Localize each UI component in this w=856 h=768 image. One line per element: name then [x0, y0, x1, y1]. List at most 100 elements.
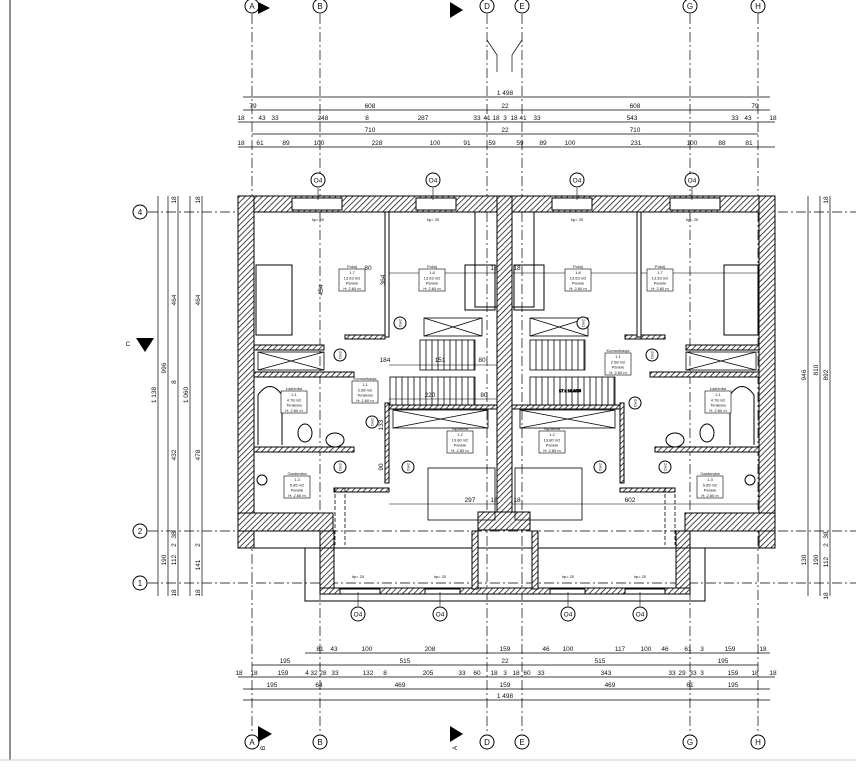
door-tag [658, 460, 672, 474]
dimension-label: 159 [278, 670, 289, 677]
door-tag-label: Dw2 [598, 462, 603, 471]
bed [255, 264, 293, 336]
door-tag [393, 316, 407, 330]
dimension-label: 91 [463, 140, 471, 147]
dimension-label: 112 [171, 554, 178, 565]
dimension-label: 18 [759, 646, 767, 653]
room-height: H: 2.60 m [609, 370, 627, 375]
dimension-label: 33 [668, 670, 676, 677]
window-tag-label: O4 [429, 178, 438, 185]
axis-bubble-H [750, 734, 766, 750]
room-name: Pokój [655, 264, 665, 269]
window-tag-label: O4 [688, 178, 697, 185]
window-tag-label: O4 [573, 178, 582, 185]
door-tag-label: Dw2 [338, 350, 343, 359]
door-tag-label: Dw2 [663, 462, 668, 471]
sill-height-label: hp= 20 [427, 217, 440, 222]
building-walls: 17 x 18.8/25 [237, 195, 776, 602]
room-name: Komunikacja [607, 348, 631, 353]
door-tag-label: Dw2 [581, 318, 586, 327]
section-label: A [452, 745, 459, 750]
dimension-label: 287 [418, 115, 429, 122]
dimension-label: 18 [490, 497, 498, 504]
dimension-label: 18 [490, 265, 498, 272]
window-tag [310, 172, 326, 188]
room-height: H: 2.60 m [543, 448, 561, 453]
dimension-label: 478 [195, 449, 202, 460]
window-tag [684, 172, 700, 188]
sill-height-label: hp= 20 [571, 217, 584, 222]
dimension-label: 33 [731, 115, 739, 122]
dimension-label: 18 [513, 497, 521, 504]
dimension-label: 248 [318, 115, 329, 122]
dimension-label: 90 [378, 463, 385, 471]
axis-bubble-2 [132, 523, 148, 539]
overall-width-label: 1 498 [497, 693, 514, 700]
room-no: 1.8 [429, 270, 435, 275]
dimension-label: 33 [271, 115, 279, 122]
room-height: H: 2.60 m [343, 286, 361, 291]
dimension-label: 28 [319, 670, 327, 677]
axis-label-A: A [249, 738, 255, 747]
axis-bubble-1 [132, 575, 148, 591]
axis-label-B: B [317, 738, 322, 747]
dimension-label: 117 [615, 646, 626, 653]
axis-label-G: G [687, 2, 693, 11]
dimension-label: 32 [310, 670, 318, 677]
door-tag [401, 460, 415, 474]
dimension-label: 33 [533, 115, 541, 122]
room-no: 1.3 [707, 477, 713, 482]
dimension-label: 195 [718, 658, 729, 665]
room-floor: Panele [426, 281, 439, 286]
axis-bubble-H [750, 0, 766, 14]
door-tag-label: Dw2 [338, 462, 343, 471]
sill-height-label: hp= 20 [562, 574, 575, 579]
dimension-label: 22 [501, 127, 509, 134]
section-marker-flag [450, 2, 463, 18]
dimension-label: 38 [823, 531, 830, 539]
room-area: 2.68 m2 [358, 387, 373, 392]
axis-label-H: H [755, 738, 761, 747]
dimension-label: 22 [501, 658, 509, 665]
door-tag [645, 348, 659, 362]
dimension-label: 61 [684, 646, 692, 653]
room-floor: Panele [346, 281, 359, 286]
tags: O4 hp= 20 O4 hp= 20 O4 hp= 20 O4 hp= 20 O4 hp= 20… [310, 172, 700, 622]
room-area: 13.63 m2 [652, 275, 669, 280]
dimension-label: 33 [689, 670, 697, 677]
dimension-label: 33 [331, 670, 339, 677]
dimension-label: 8 [383, 670, 387, 677]
door-tag [365, 415, 379, 429]
room-height: H: 2.60 m [288, 493, 306, 498]
room-height: H: 2.60 m [701, 493, 719, 498]
dimension-label: 46 [661, 646, 669, 653]
room-info-box [696, 475, 724, 499]
staircase [529, 376, 616, 406]
dimension-label: 159 [728, 670, 739, 677]
dimension-label: 18 [492, 115, 500, 122]
room-height: H: 2.60 m [651, 286, 669, 291]
door-tag-label: Dw2 [633, 398, 638, 407]
room-info-box [338, 268, 366, 292]
room-info-box [280, 390, 308, 414]
overall-width-label: 1 498 [497, 90, 514, 97]
dimension-label: 892 [823, 369, 830, 380]
dimension-label: 454 [318, 284, 325, 295]
section-marker-flag [258, 726, 272, 742]
axis-label-1: 1 [138, 579, 143, 588]
dimension-label: 231 [631, 140, 642, 147]
room-floor: Panele [546, 443, 559, 448]
door-tag [576, 316, 590, 330]
window-tag-label: O4 [354, 612, 363, 619]
sill-height-label: hp= 20 [434, 574, 447, 579]
sill-height-label: hp= 20 [312, 217, 325, 222]
staircase [419, 339, 476, 371]
window-tag-label: O4 [314, 178, 323, 185]
dimension-label: 18 [823, 196, 830, 204]
room-floor: Panele [704, 488, 717, 493]
axis-label-D: D [484, 738, 490, 747]
room-name: Garderoba [700, 471, 720, 476]
room-name: Pokój [427, 264, 437, 269]
room-no: 1.1 [362, 382, 368, 387]
dimension-label: 33 [458, 670, 466, 677]
